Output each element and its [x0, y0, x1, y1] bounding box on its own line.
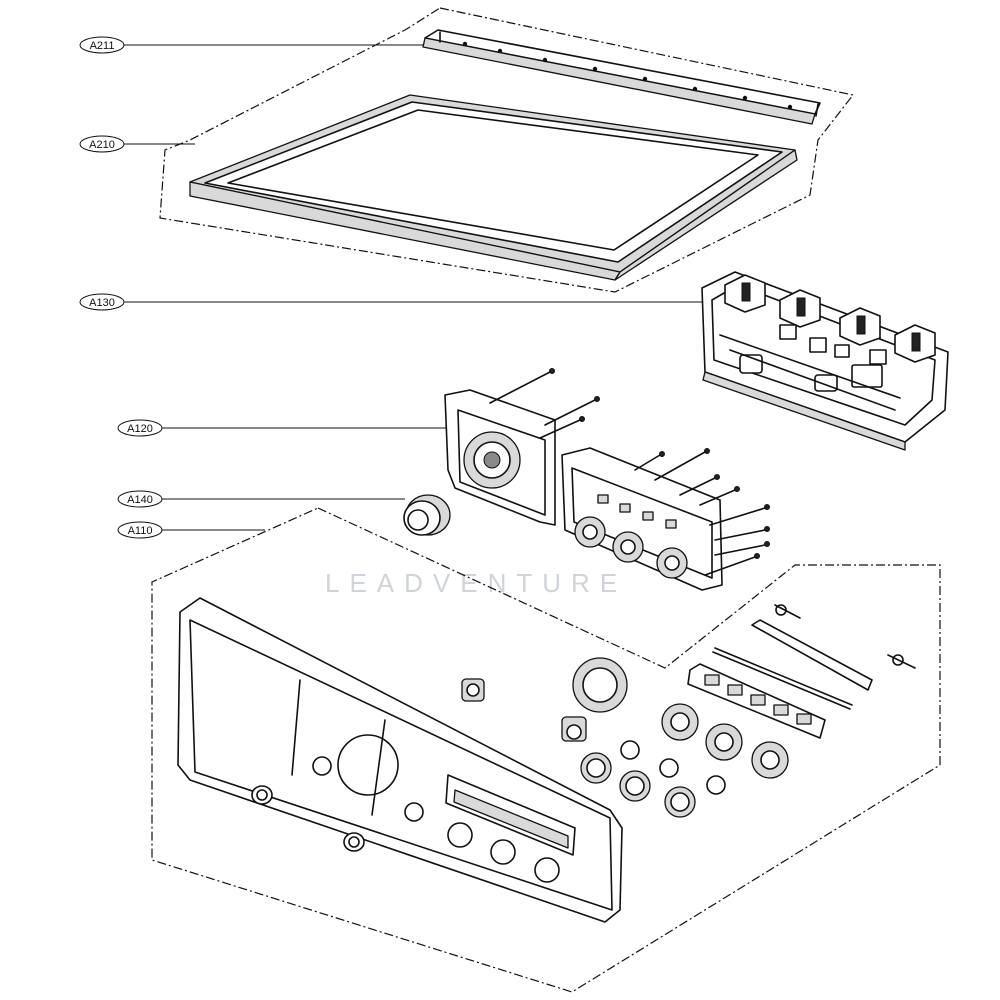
part-a120-assembly: [444, 368, 770, 591]
watermark: LEADVENTURE: [325, 568, 627, 598]
part-a211-bracket: [422, 29, 821, 125]
screws: [489, 368, 770, 576]
part-a130-pcb: [701, 271, 949, 451]
callout-label-a120: A120: [127, 423, 153, 435]
key-strip: [687, 663, 826, 739]
top-assembly-outline: [159, 7, 855, 293]
loose-buttons: [251, 678, 587, 852]
callout-a130: A130: [79, 293, 125, 311]
part-a110-panel: [177, 597, 623, 923]
callout-label-a211: A211: [90, 40, 115, 52]
callout-a211: A211: [79, 36, 125, 54]
rotary-caps: [661, 703, 789, 779]
rods-brackets: [712, 604, 916, 710]
callout-label-a140: A140: [127, 494, 153, 506]
callout-label-a210: A210: [89, 139, 115, 151]
callout-label-a130: A130: [89, 297, 115, 309]
callout-lines: [124, 44, 705, 531]
knob-rings: [572, 657, 726, 818]
callout-a110: A110: [117, 521, 163, 539]
callout-a140: A140: [117, 490, 163, 508]
callout-a210: A210: [79, 135, 125, 153]
callout-label-a110: A110: [128, 525, 153, 537]
part-a140-knob: [403, 494, 451, 536]
control-panel-outline: [151, 507, 941, 993]
callout-a120: A120: [117, 419, 163, 437]
part-a210-frame: [189, 94, 798, 281]
